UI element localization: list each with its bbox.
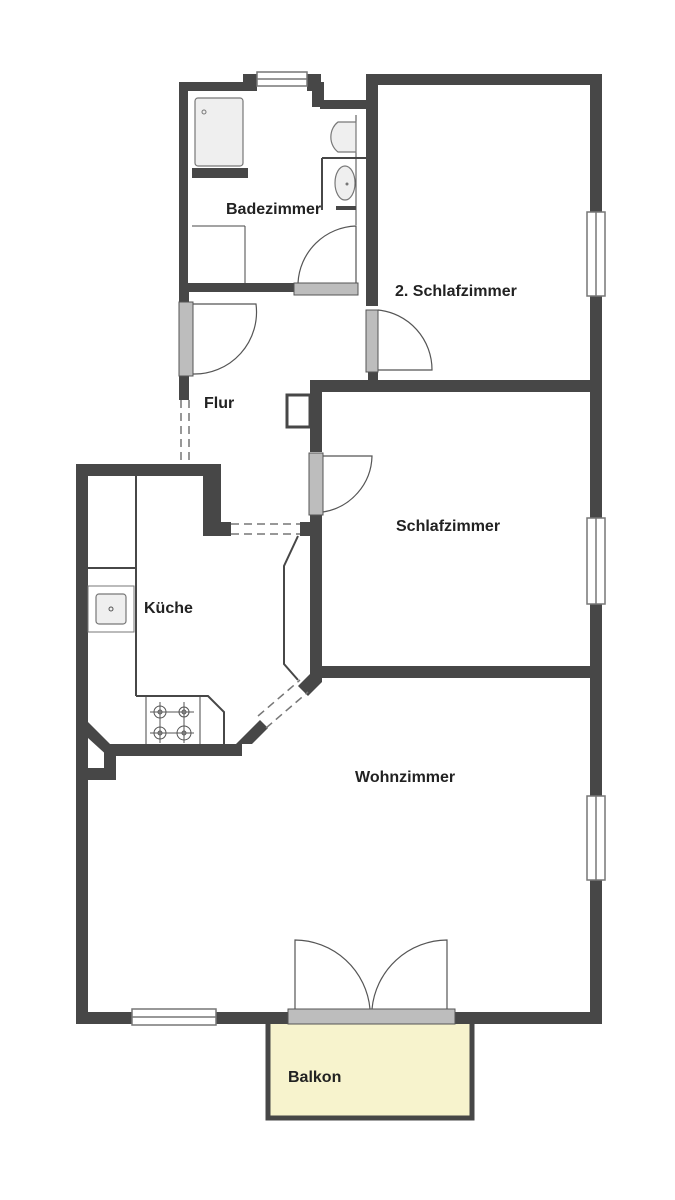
bath-sink-icon [334,165,356,201]
doors [178,225,456,1025]
room-label-balkon: Balkon [288,1069,342,1086]
door-entrance [178,301,194,377]
balcony [265,1015,475,1121]
toilet-icon [330,121,357,153]
windows [131,71,606,1026]
room-label-schlafzimmer-2: 2. Schlafzimmer [395,283,517,300]
room-label-schlafzimmer: Schlafzimmer [396,518,501,535]
room-label-flur: Flur [204,395,235,412]
door-bathroom [293,282,359,296]
door-balcony [287,1008,456,1025]
passages [180,400,309,729]
room-label-wohnzimmer: Wohnzimmer [355,769,456,786]
walls [76,74,602,1024]
kitchen-sink-icon [95,593,127,625]
fixtures [87,97,357,743]
door-schlafzimmer [308,452,324,516]
room-label-badezimmer: Badezimmer [226,201,322,218]
door-schlafzimmer2 [365,309,379,373]
stove-icon [150,702,194,743]
shower-tray [194,97,244,167]
room-label-kueche: Küche [144,600,193,617]
